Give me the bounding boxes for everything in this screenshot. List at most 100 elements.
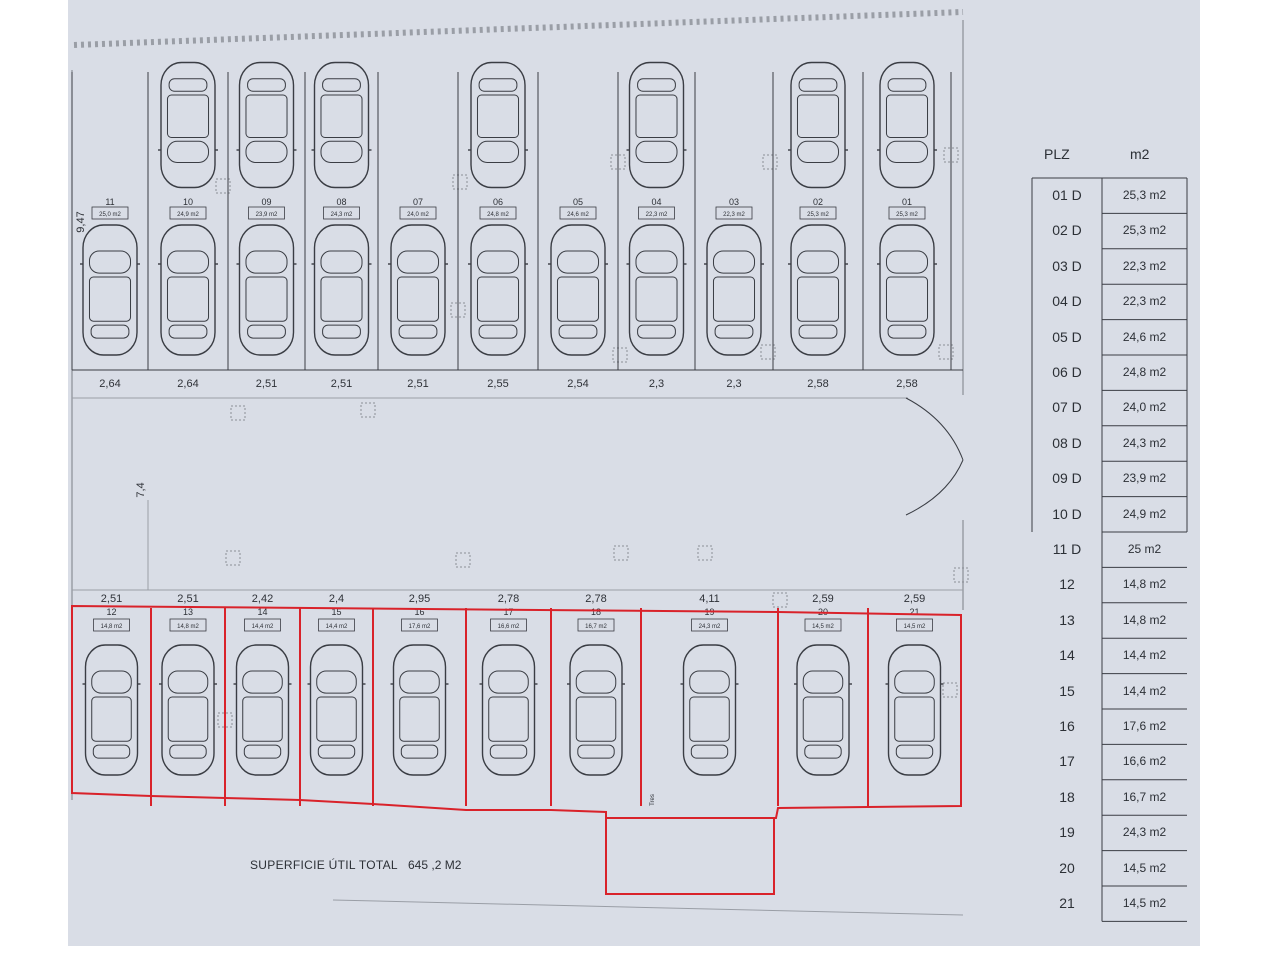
car-icon [388, 224, 448, 356]
space-area: 14,8 m2 [101, 624, 123, 630]
table-cell-m2: 22,3 m2 [1122, 258, 1167, 273]
car-icon [82, 644, 141, 776]
depth-dim: 9,47 [75, 211, 87, 232]
highlight-storage [605, 817, 775, 895]
table-cell-m2: 22,3 m2 [1122, 294, 1167, 309]
car-icon [468, 224, 528, 356]
top-width-dim: 2,51 [256, 378, 277, 390]
table-cell-m2: 14,8 m2 [1122, 577, 1167, 592]
table-cell-plz: 09 D [1052, 470, 1082, 487]
table-cell-plz: 11 D [1052, 541, 1082, 557]
pillar-marker [953, 567, 969, 583]
space-number: 15 [331, 607, 341, 617]
top-width-dim: 2,51 [331, 378, 352, 390]
space-area: 17,6 m2 [409, 624, 431, 630]
space-number: 21 [909, 607, 919, 617]
car-icon [567, 644, 625, 776]
table-cell-m2: 24,8 m2 [1122, 365, 1167, 379]
space-area-box [399, 206, 437, 220]
bottom-space-14: 14 14,4 m2 [233, 607, 292, 776]
space-area-box [638, 206, 675, 220]
top-width-dim: 2,58 [896, 378, 917, 390]
car-icon [158, 61, 218, 189]
space-area-box [479, 206, 517, 220]
pillar-marker [942, 682, 958, 698]
table-cell-m2: 25 m2 [1127, 542, 1162, 556]
aisle-width-dim: 7,4 [135, 482, 147, 497]
space-number: 16 [414, 607, 424, 617]
space-number: 14 [257, 607, 267, 617]
pillar-marker [215, 178, 231, 194]
bottom-width-dim: 2,51 [177, 593, 198, 605]
car-icon [788, 224, 848, 356]
table-cell-plz: 01 D [1052, 187, 1082, 203]
table-cell-m2: 14,5 m2 [1122, 860, 1167, 875]
space-area-box [490, 618, 527, 632]
perimeter-wall [73, 9, 964, 48]
car-icon [626, 224, 687, 356]
top-width-dim: 2,3 [726, 378, 741, 390]
door-swing-bottom [905, 459, 964, 516]
pillar-marker [360, 402, 376, 418]
bottom-width-dim: 2,42 [252, 593, 273, 605]
total-area-label: SUPERFICIE ÚTIL TOTAL [250, 858, 398, 872]
bottom-width-dim: 2,59 [812, 593, 833, 605]
space-area: 14,4 m2 [326, 624, 348, 630]
car-icon [468, 61, 528, 189]
car-icon [877, 224, 937, 356]
space-area-box [169, 206, 207, 220]
pillar-marker [943, 147, 959, 163]
space-area: 16,7 m2 [585, 624, 607, 630]
space-area-box [896, 618, 933, 632]
car-icon [311, 61, 372, 189]
highlighted-spaces [71, 604, 962, 895]
table-row: 11 D 25 m2 [1032, 532, 1187, 567]
bottom-space-15: 15 14,4 m2 [307, 607, 366, 776]
top-width-dim: 2,54 [567, 378, 588, 390]
space-area: 14,5 m2 [904, 624, 926, 630]
car-icon [704, 224, 764, 356]
bottom-space-21: 21 14,5 m2 [885, 607, 944, 776]
space-area-box [91, 206, 129, 220]
space-number: 12 [106, 607, 116, 617]
bottom-width-dim: 2,78 [585, 593, 606, 605]
pillar-marker [760, 344, 776, 360]
table-cell-plz: 21 [1059, 895, 1075, 911]
space-number: 01 [902, 197, 912, 207]
table-cell-plz: 20 [1059, 859, 1075, 876]
bottom-width-dim: 2,51 [101, 593, 122, 605]
car-icon [80, 224, 140, 356]
car-icon [885, 644, 944, 776]
pillar-marker [612, 347, 628, 363]
table-cell-plz: 05 D [1052, 328, 1082, 345]
space-area: 14,4 m2 [252, 624, 274, 630]
space-number: 10 [183, 197, 193, 207]
table-cell-m2: 23,9 m2 [1122, 471, 1167, 486]
table-cell-m2: 24,6 m2 [1122, 329, 1167, 344]
space-area: 14,8 m2 [177, 624, 199, 630]
table-cell-m2: 14,4 m2 [1122, 648, 1167, 663]
table-cell-m2: 24,3 m2 [1122, 435, 1167, 450]
space-area: 25,3 m2 [896, 212, 918, 218]
pillar-marker [450, 302, 466, 318]
pillar-marker [455, 552, 471, 568]
pillar-marker [452, 174, 468, 190]
space-area: 16,6 m2 [498, 624, 520, 630]
